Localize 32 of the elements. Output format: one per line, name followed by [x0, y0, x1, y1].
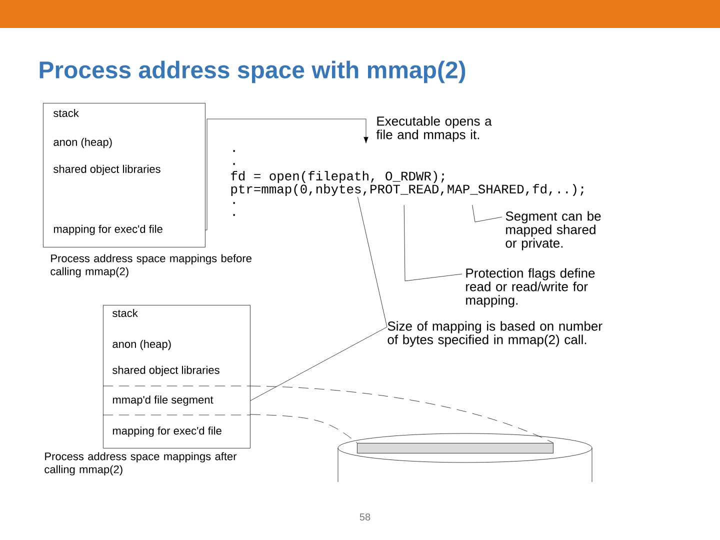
region-label: stack	[112, 308, 138, 318]
file-segment-bar	[357, 442, 554, 454]
code-line: ptr=mmap(0,nbytes,PROT_READ,MAP_SHARED,fd,..);	[231, 184, 584, 196]
annotation: Executable opens a file and mmaps it.	[376, 116, 492, 142]
arrow	[205, 118, 368, 230]
region-label: anon (heap)	[54, 138, 112, 148]
annotation: Size of mapping is based on number of bytes specified in mmap(2) call.	[388, 321, 602, 347]
memory-region: mapping for exec'd file	[102, 414, 251, 437]
leader-line	[472, 204, 502, 222]
region-label: shared object libraries	[112, 366, 220, 376]
region-label: shared object libraries	[54, 164, 160, 176]
code-line: .	[233, 202, 235, 204]
page-number: 58	[360, 513, 370, 521]
code-line: .	[233, 163, 235, 165]
leader-line	[358, 196, 388, 328]
code-line: .	[233, 150, 235, 152]
title: Process address space with mmap(2)	[40, 60, 466, 84]
code-line: fd = open(filepath, O_RDWR);	[231, 170, 444, 183]
disk-cylinder	[338, 433, 592, 482]
memory-region: mmap'd file segment	[102, 386, 251, 406]
leader-line	[250, 326, 388, 401]
annotation: Segment can be mapped shared or private.	[506, 211, 601, 250]
region-label: anon (heap)	[112, 340, 171, 350]
node-label: Process address space mappings after calling mmap(2)	[44, 452, 237, 476]
region-label: mapping for exec'd file	[54, 224, 162, 236]
region-label: stack	[54, 108, 79, 118]
dashed-line	[250, 414, 358, 444]
leader-line	[404, 204, 462, 282]
node-label: Process address space mappings before calling mmap(2)	[50, 254, 252, 278]
annotation: Protection flags define read or read/write for mapping.	[466, 268, 595, 308]
code-line: .	[233, 214, 235, 216]
dashed-line	[250, 386, 554, 444]
